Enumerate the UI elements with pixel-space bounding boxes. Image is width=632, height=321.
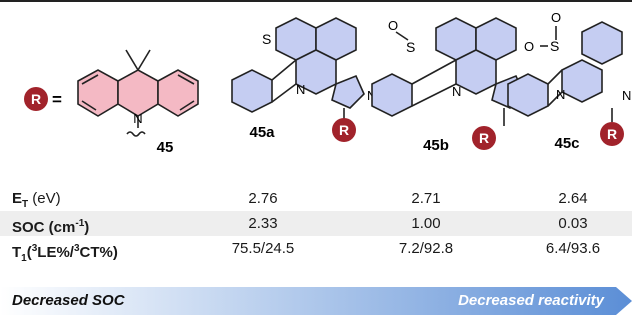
compound-label-45a: 45a [249, 124, 275, 141]
equals-sign: = [52, 90, 62, 109]
r-badge-45a: R [332, 118, 356, 142]
table-cell: 7.2/92.8 [398, 240, 454, 257]
top-rule [0, 0, 632, 2]
s-atom-45b: S [406, 39, 415, 55]
properties-table: ET (eV) 2.76 2.71 2.64 SOC (cm-1) 2.33 1… [0, 186, 632, 264]
r-badge-legend: R [24, 87, 48, 111]
table-cell: 2.71 [411, 190, 441, 207]
o-atom-top-45c: O [551, 10, 561, 25]
table-row-et: ET (eV) 2.76 2.71 2.64 [0, 186, 632, 211]
arrow-right-text: Decreased reactivity [458, 292, 604, 309]
r-badge-45c: R [600, 122, 624, 146]
n-atom-imidazole-45c: N [622, 88, 631, 103]
table-cell: 0.03 [558, 215, 588, 232]
structure-45a [231, 17, 365, 113]
table-cell: 1.00 [411, 215, 441, 232]
trend-arrow: Decreased SOC Decreased reactivity [0, 287, 632, 315]
table-row-soc: SOC (cm-1) 2.33 1.00 0.03 [0, 211, 632, 236]
row-label-et: ET (eV) [12, 190, 61, 210]
compound-label-45: 45 [157, 139, 174, 156]
svg-text:R: R [607, 126, 617, 142]
row-label-t1: T1(3LE%/3CT%) [12, 243, 118, 264]
table-cell: 6.4/93.6 [545, 240, 601, 257]
acridan-structure [77, 49, 199, 137]
r-badge-letter: R [31, 91, 41, 107]
n-atom-45a: N [296, 82, 305, 97]
reaction-scheme: R = N 45 S N N R 45a [24, 10, 631, 156]
o-atom-left-45c: O [524, 39, 534, 54]
s-atom-45c: S [550, 38, 559, 54]
table-cell: 2.76 [248, 190, 278, 207]
table-row-t1: T1(3LE%/3CT%) 75.5/24.5 7.2/92.8 6.4/93.… [0, 236, 632, 264]
o-atom-45b: O [388, 18, 398, 33]
n-atom-45c: N [556, 87, 565, 102]
compound-label-45b: 45b [423, 137, 449, 154]
compound-label-45c: 45c [554, 135, 579, 152]
structure-45b [371, 17, 525, 117]
table-cell: 2.33 [248, 215, 278, 232]
structure-45c [507, 21, 623, 117]
r-badge-45b: R [472, 126, 496, 150]
s-atom-45a: S [262, 31, 271, 47]
n-atom-45b: N [452, 84, 461, 99]
trend-arrow-shape [0, 287, 632, 315]
row-label-soc: SOC (cm-1) [12, 218, 90, 236]
arrow-left-text: Decreased SOC [12, 292, 125, 309]
table-cell: 75.5/24.5 [231, 240, 295, 257]
table-cell: 2.64 [558, 190, 588, 207]
svg-text:R: R [339, 122, 349, 138]
acridan-n-atom: N [133, 111, 142, 126]
svg-text:R: R [479, 130, 489, 146]
